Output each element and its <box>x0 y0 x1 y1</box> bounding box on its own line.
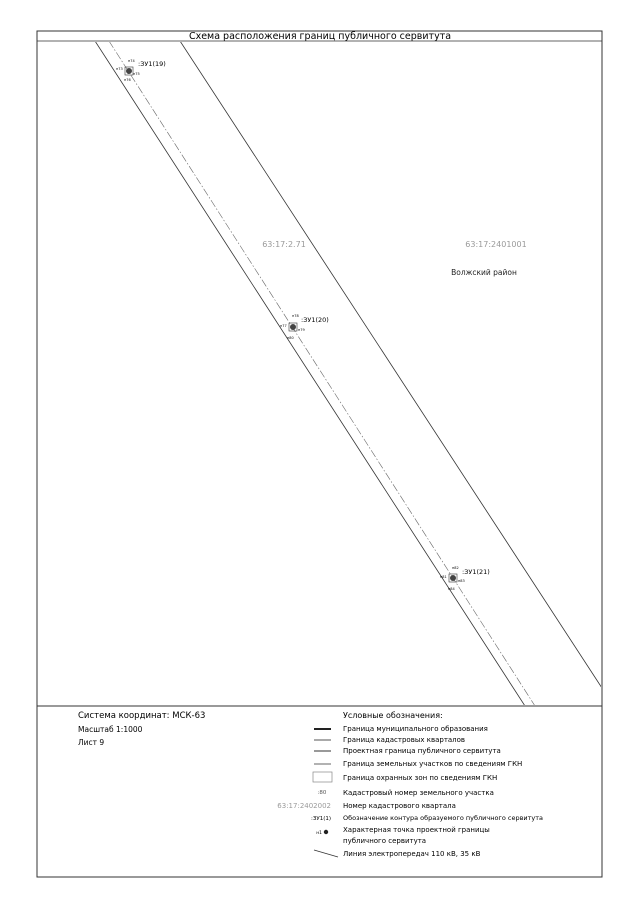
point-label: н74 <box>128 59 136 63</box>
point-label: н76 <box>124 78 131 82</box>
quarter-label-right: 63:17:2401001 <box>465 240 526 249</box>
legend-text: Характерная точка проектной границы <box>343 826 490 834</box>
zone-boundary-right <box>180 42 601 688</box>
legend-symbol-point-label: н1 <box>316 830 322 836</box>
parcel-zu1-21: :ЗУ1(21) н82 н81 н83 н84 <box>440 566 490 591</box>
legend-symbol-cadnum: :80 <box>318 790 327 796</box>
legend-text: Граница земельных участков по сведениям … <box>343 760 522 768</box>
legend-text: Граница кадастровых кварталов <box>343 736 465 744</box>
parcel-outline <box>124 66 134 76</box>
quarter-label-left: 63:17:2.71 <box>262 240 306 249</box>
district-label: Волжский район <box>451 268 517 277</box>
map-frame <box>36 30 603 707</box>
legend-symbol-point <box>323 829 329 835</box>
legend-text: Граница муниципального образования <box>343 725 488 733</box>
legend-text: Обозначение контура образуемого публично… <box>343 814 543 822</box>
zone-boundary-left <box>95 42 525 705</box>
parcel-label: :ЗУ1(21) <box>462 568 490 576</box>
point-label: н75 <box>133 72 140 76</box>
legend-symbol-zones <box>312 771 333 783</box>
legend-symbol-powerline <box>313 849 339 858</box>
sheet-number: Лист 9 <box>78 738 104 747</box>
parcel-point-marker <box>290 324 296 330</box>
legend-text: Линия электропередач 110 кВ, 35 кВ <box>343 850 481 858</box>
legend-text: Граница охранных зон по сведениям ГКН <box>343 774 497 782</box>
legend-text: Номер кадастрового квартала <box>343 802 456 810</box>
legend: Условные обозначения: Граница муниципаль… <box>277 711 543 858</box>
legend-symbol-quarternum: 63:17:2402002 <box>277 802 331 810</box>
legend-symbol-contour: :ЗУ1(1) <box>311 816 331 822</box>
parcel-zu1-19: :ЗУ1(19) н74 н75 н76 н73 <box>116 59 166 82</box>
point-label: н73 <box>116 67 123 71</box>
point-label: н82 <box>452 566 459 570</box>
legend-text: публичного сервитута <box>343 837 426 845</box>
parcel-label: :ЗУ1(20) <box>301 316 329 324</box>
sheet-title: Схема расположения границ публичного сер… <box>189 31 451 42</box>
legend-text: Кадастровый номер земельного участка <box>343 789 494 797</box>
scale: Масштаб 1:1000 <box>78 725 143 734</box>
legend-heading: Условные обозначения: <box>343 711 443 720</box>
point-label: н83 <box>458 579 465 583</box>
point-label: н84 <box>448 587 456 591</box>
point-label: н79 <box>298 328 305 332</box>
parcel-label: :ЗУ1(19) <box>138 60 166 68</box>
coord-system: Система координат: МСК-63 <box>78 711 205 721</box>
point-label: н81 <box>440 575 447 579</box>
outer-frame <box>36 30 603 878</box>
power-line <box>109 42 535 705</box>
point-label: н78 <box>292 314 299 318</box>
parcel-outline <box>448 573 458 583</box>
parcel-outline <box>288 322 298 332</box>
point-label: н77 <box>280 324 287 328</box>
point-label: н80 <box>287 336 294 340</box>
legend-text: Проектная граница публичного сервитута <box>343 747 501 755</box>
parcel-point-marker <box>126 68 132 74</box>
parcel-point-marker <box>450 575 456 581</box>
parcel-zu1-20: :ЗУ1(20) н78 н77 н79 н80 <box>280 314 329 340</box>
